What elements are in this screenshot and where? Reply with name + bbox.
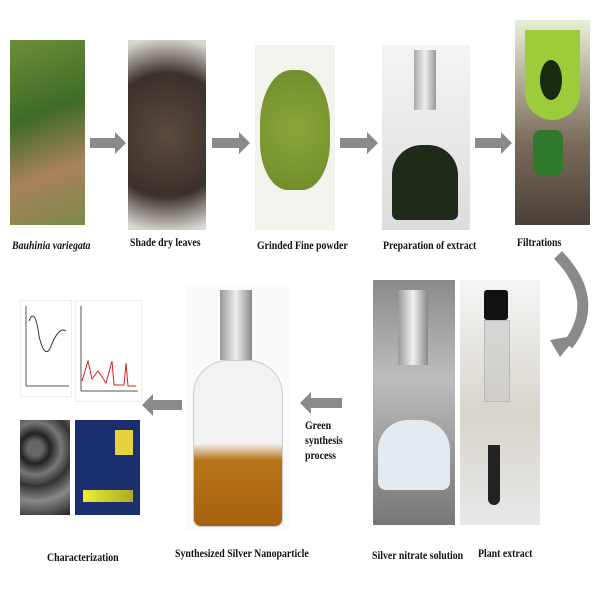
label-plant-extract: Plant extract [478, 546, 533, 560]
plant-extract-photo [460, 280, 540, 525]
extract-flask-photo [382, 45, 470, 230]
extract-test-tube [488, 445, 500, 505]
arrow-left-to-characterization [142, 394, 182, 416]
arrow-right-3 [340, 132, 378, 154]
label-filtration: Filtrations [517, 235, 562, 249]
label-green-synthesis: Green synthesis process [305, 418, 343, 462]
arrow-right-2 [212, 132, 250, 154]
foil-cap [220, 290, 252, 360]
fine-powder-photo [255, 45, 335, 230]
nanoparticle-liquid [193, 360, 283, 527]
vial-cap [484, 290, 508, 320]
uv-vis-spectrum-chart [20, 300, 72, 397]
label-leaves: Shade dry leaves [130, 235, 201, 249]
uv-vis-curve [28, 315, 67, 353]
bauhinia-plant-photo [10, 40, 85, 225]
foil-cap [398, 290, 428, 365]
label-plant: Bauhinia variegata [12, 238, 91, 252]
label-extract-prep: Preparation of extract [383, 238, 477, 252]
arrow-right-1 [90, 132, 126, 154]
funnel-opening [540, 60, 562, 100]
label-powder: Grinded Fine powder [257, 238, 348, 252]
arrow-left-to-synthesis [300, 392, 342, 414]
powder-heap [260, 70, 330, 190]
filtrate-beaker [533, 130, 563, 175]
edx-legend-box [115, 430, 133, 455]
xrd-pattern-chart [75, 300, 142, 402]
nanoparticle-flask-photo [185, 285, 290, 530]
silver-nitrate-liquid [378, 420, 450, 490]
dark-extract-liquid [392, 145, 458, 220]
edx-spectrum [75, 420, 140, 515]
foil-cap [414, 50, 436, 110]
label-nanoparticle: Synthesized Silver Nanoparticle [175, 546, 309, 560]
filtration-photo [515, 20, 590, 225]
sem-image [20, 420, 70, 515]
edx-peaks [83, 490, 133, 502]
label-silver-nitrate: Silver nitrate solution [372, 548, 464, 562]
silver-nitrate-photo [373, 280, 455, 525]
arrow-right-4 [475, 132, 512, 154]
label-characterization: Characterization [47, 550, 119, 564]
curved-arrow-down [550, 251, 589, 357]
dry-leaves-photo [128, 40, 206, 230]
vial-body [484, 320, 510, 402]
xrd-curve [81, 359, 136, 387]
